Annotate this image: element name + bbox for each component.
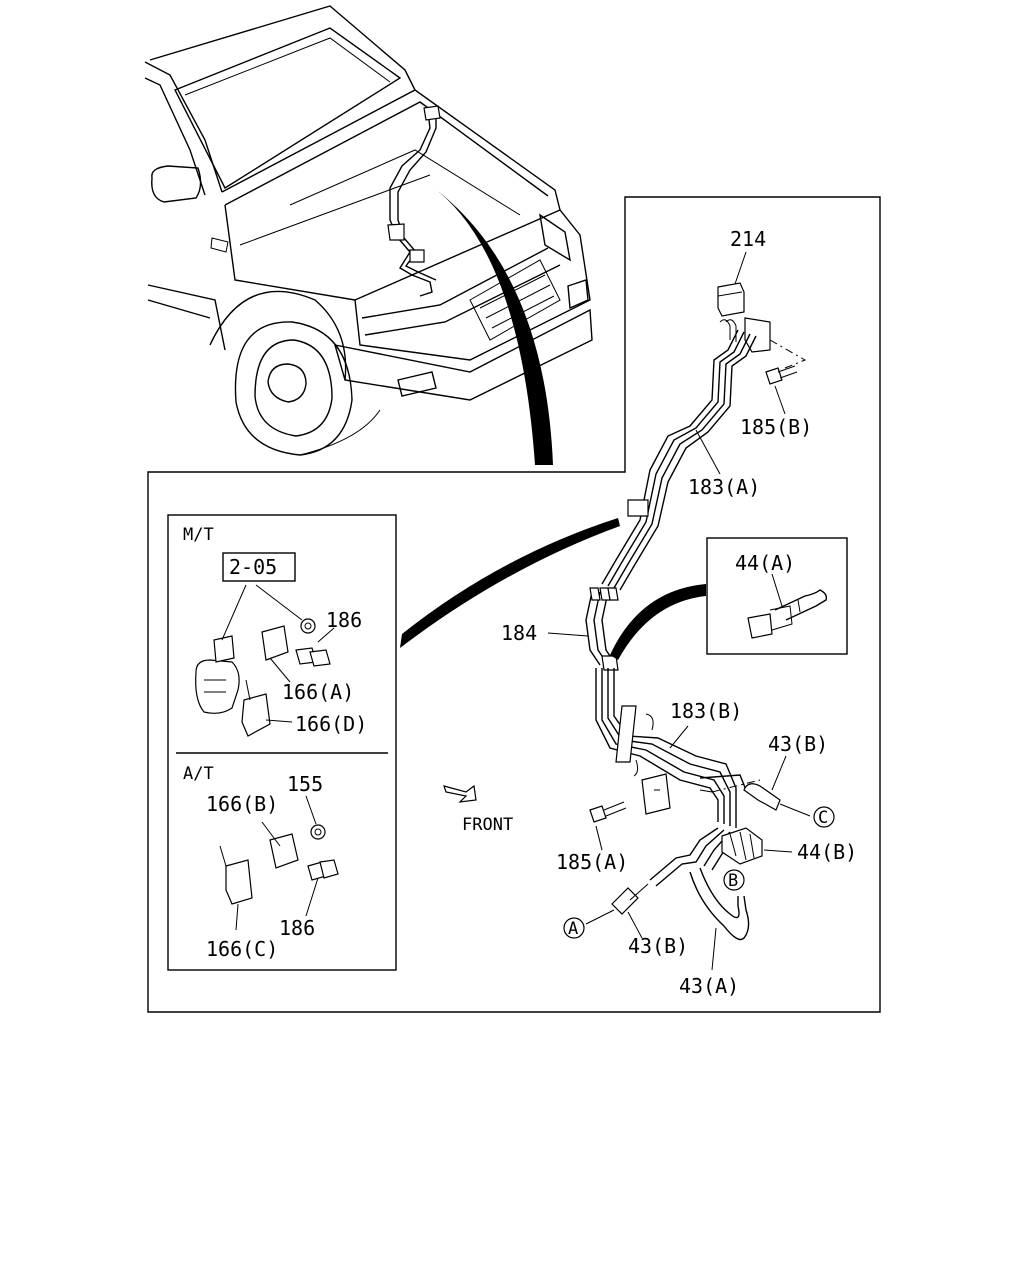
label-43b-top: 43(B) — [768, 732, 828, 756]
callout-c-circle — [813, 806, 835, 828]
label-184: 184 — [501, 621, 537, 645]
clip-44b-part — [721, 827, 763, 865]
label-166d: 166(D) — [295, 712, 367, 736]
reservoir-cap-part — [717, 282, 745, 317]
ref-box-2-05 — [222, 552, 296, 582]
part-labels: 214 185(B) 183(A) 184 44(A) 183(B) 43(B)… — [183, 227, 857, 998]
callout-b-circle — [723, 869, 745, 891]
label-185a: 185(A) — [556, 850, 628, 874]
vehicle-illustration — [144, 5, 593, 465]
leader-lines — [547, 251, 793, 971]
inset-44a — [706, 537, 848, 655]
label-186-mt: 186 — [326, 608, 362, 632]
callout-a-circle — [563, 917, 585, 939]
callout-c-label: C — [818, 808, 828, 828]
inset-mt-at — [167, 514, 620, 971]
label-166a: 166(A) — [282, 680, 354, 704]
label-at: A/T — [183, 764, 214, 784]
label-front: FRONT — [462, 815, 513, 835]
label-183b: 183(B) — [670, 699, 742, 723]
front-arrow-icon — [443, 784, 477, 803]
detail-frame — [147, 196, 881, 1013]
label-44a: 44(A) — [735, 551, 795, 575]
callout-a-label: A — [568, 919, 578, 939]
label-186-at: 186 — [279, 916, 315, 940]
label-44b: 44(B) — [797, 840, 857, 864]
hose-assembly — [443, 282, 811, 941]
label-mt: M/T — [183, 525, 214, 545]
label-43a: 43(A) — [679, 974, 739, 998]
label-214: 214 — [730, 227, 766, 251]
label-166b: 166(B) — [206, 792, 278, 816]
label-183a: 183(A) — [688, 475, 760, 499]
bolt-185b-part — [765, 367, 783, 385]
label-43b-bottom: 43(B) — [628, 934, 688, 958]
bolt-185a-part — [589, 805, 607, 823]
label-166c: 166(C) — [206, 937, 278, 961]
label-185b: 185(B) — [740, 415, 812, 439]
label-155: 155 — [287, 772, 323, 796]
callout-b-label: B — [728, 871, 738, 891]
callouts: A B C — [563, 806, 835, 939]
label-ref-2-05: 2-05 — [229, 555, 277, 579]
